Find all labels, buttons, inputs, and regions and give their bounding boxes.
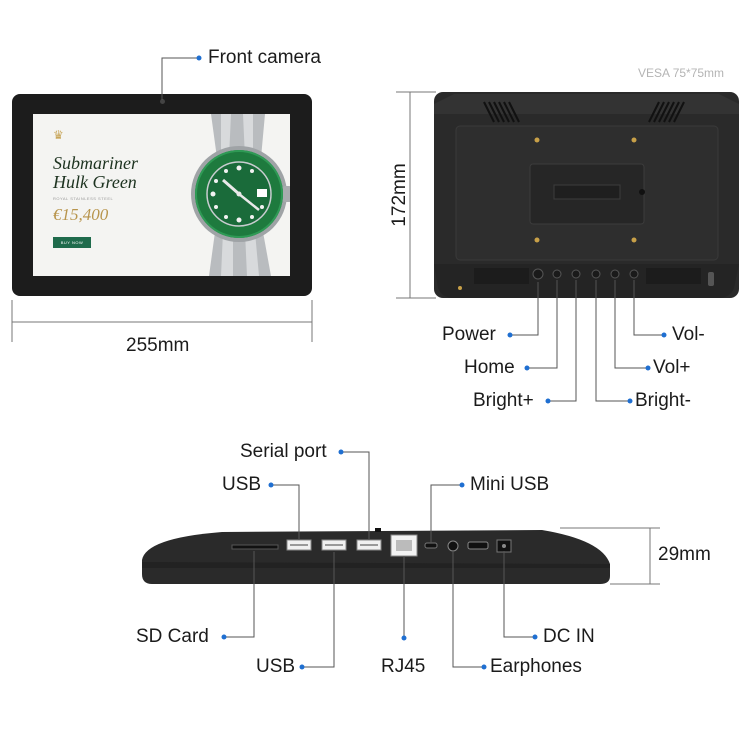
sd-card-label: SD Card	[136, 626, 209, 647]
thickness-dimension: 29mm	[658, 544, 711, 565]
ad-title-line2: Hulk Green	[53, 172, 137, 192]
ad-title-line1: Submariner	[53, 153, 138, 173]
tablet-front-view: ♛ Submariner Hulk Green ROYAL STAINLESS …	[12, 94, 312, 296]
ad-buy-button: BUY NOW	[53, 237, 91, 248]
tablet-back-view	[434, 92, 739, 298]
tablet-screen: ♛ Submariner Hulk Green ROYAL STAINLESS …	[33, 114, 290, 276]
rj45-label: RJ45	[381, 656, 426, 677]
vesa-label: VESA 75*75mm	[638, 66, 725, 80]
mini-usb-label: Mini USB	[470, 474, 550, 495]
power-label: Power	[442, 324, 496, 345]
front-camera-label: Front camera	[208, 47, 321, 68]
earphones-label: Earphones	[490, 656, 582, 677]
ad-price: €15,400	[53, 205, 109, 224]
height-dimension: 172mm	[389, 163, 410, 227]
watch-image	[191, 114, 290, 276]
home-label: Home	[464, 357, 515, 378]
width-dimension: 255mm	[126, 335, 190, 356]
crown-icon: ♛	[53, 128, 64, 142]
vol-minus-label: Vol-	[672, 324, 705, 345]
front-camera	[160, 99, 165, 104]
ad-title: Submariner Hulk Green	[53, 154, 138, 192]
bright-minus-label: Bright-	[635, 390, 691, 411]
serial-port-label: Serial port	[240, 441, 327, 462]
usb-top-label: USB	[222, 474, 262, 495]
bright-plus-label: Bright+	[473, 390, 534, 411]
ad-subtitle: ROYAL STAINLESS STEEL	[53, 196, 114, 201]
dc-in-label: DC IN	[543, 626, 595, 647]
vol-plus-label: Vol+	[653, 357, 691, 378]
usb-bottom-label: USB	[256, 656, 296, 677]
